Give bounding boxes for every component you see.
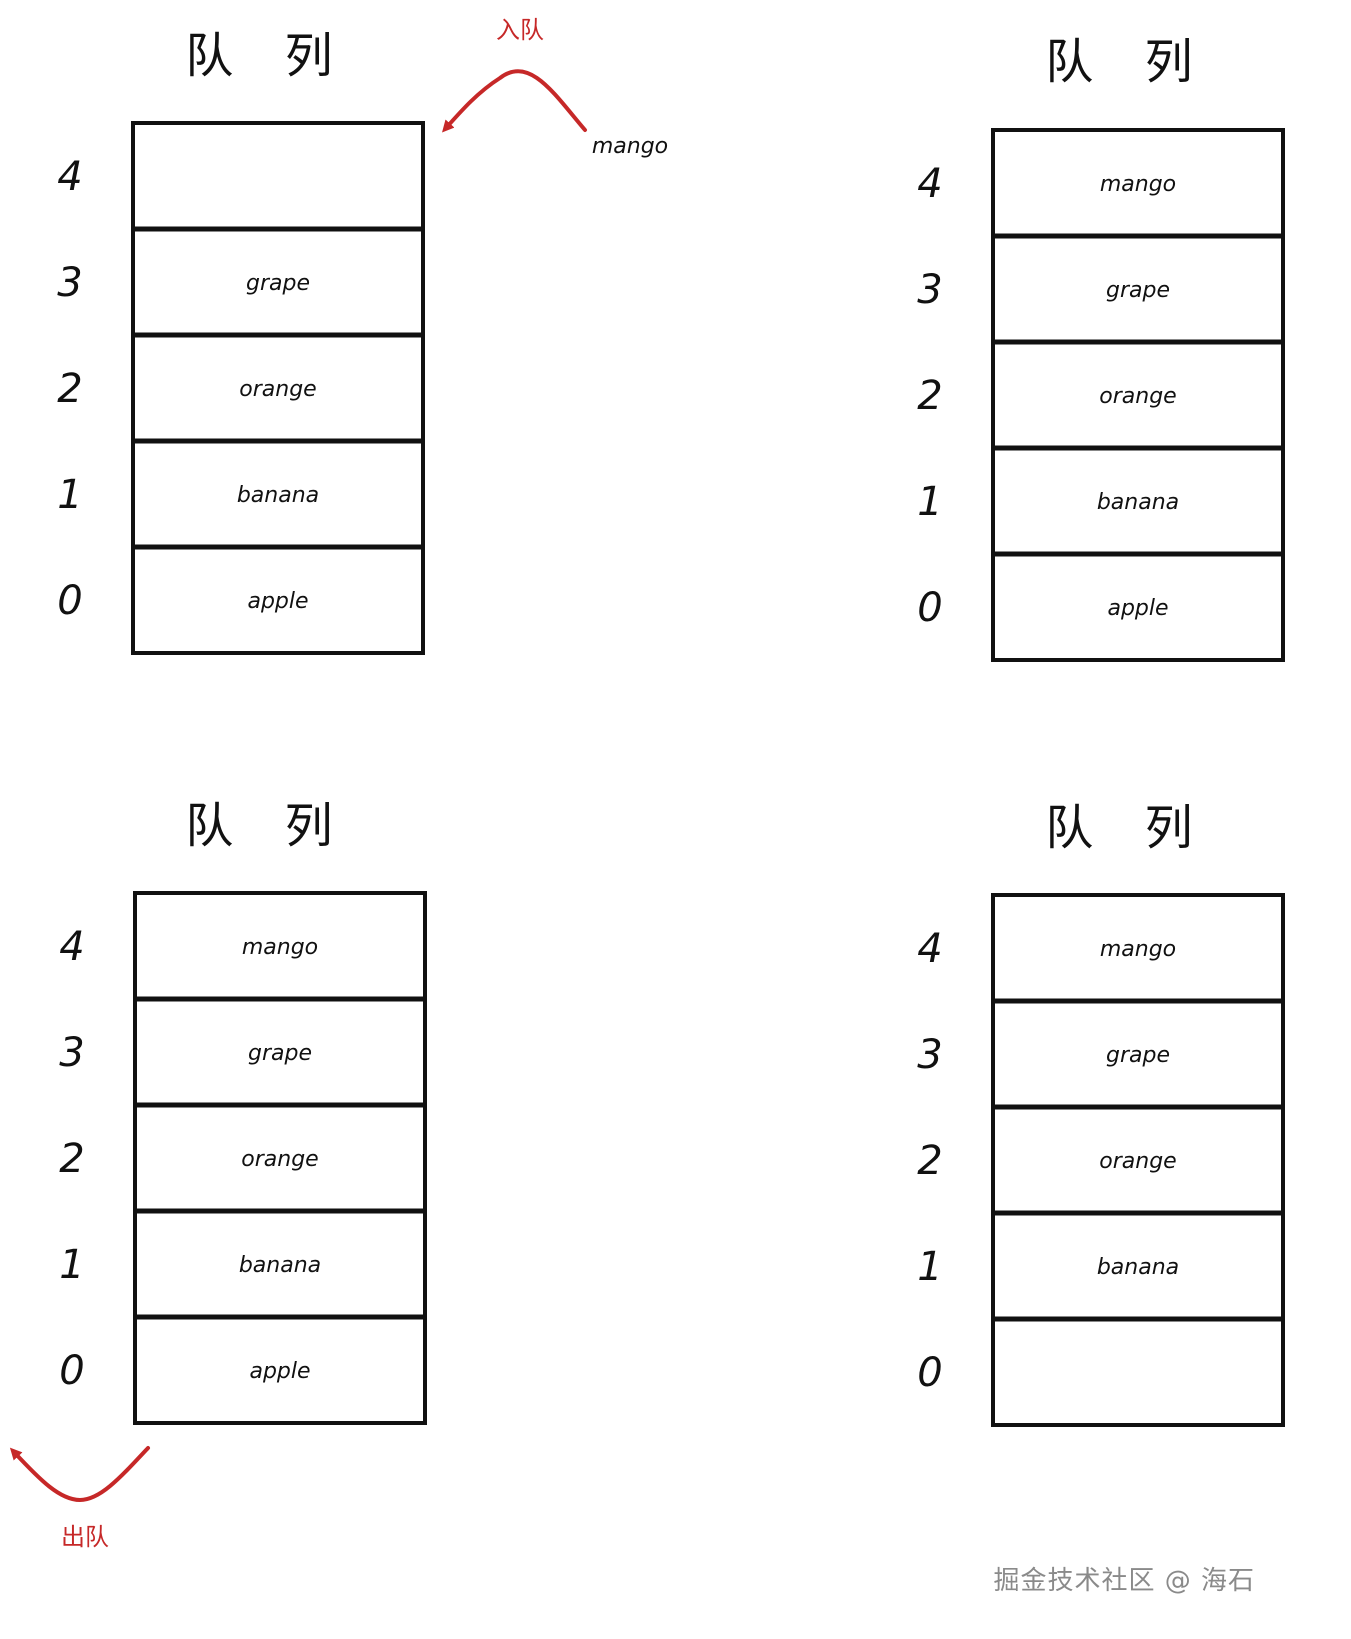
queue-cell-2: orange [241, 1147, 318, 1172]
queue-index-1: 3 [917, 267, 942, 313]
enqueue-item: mango [592, 134, 668, 159]
queue-index-3: 1 [59, 1242, 84, 1288]
queue-index-3: 1 [917, 479, 942, 525]
queue-cell-2: orange [1099, 384, 1176, 409]
queue-cell-3: banana [1097, 1255, 1179, 1280]
queue-stack-outline [991, 893, 1285, 1427]
queue-title: 队 列 [1045, 34, 1210, 90]
queue-index-1: 3 [917, 1032, 942, 1078]
queue-cell-4: apple [247, 589, 308, 614]
enqueue-arrow [442, 69, 587, 133]
queue-cell-0: mango [1100, 937, 1176, 962]
watermark: 掘金技术社区 @ 海石 [993, 1566, 1255, 1596]
queue-cell-4: apple [1107, 596, 1168, 621]
queue-cell-2: orange [239, 377, 316, 402]
queue-index-2: 2 [917, 373, 942, 419]
queue-index-2: 2 [917, 1138, 942, 1184]
queue-index-2: 2 [59, 1136, 84, 1182]
queue-cell-1: grape [1106, 278, 1170, 303]
queue-cell-0: mango [242, 935, 318, 960]
queue-stack-outline [991, 128, 1285, 662]
queue-cell-1: grape [246, 271, 310, 296]
queue-cell-2: orange [1099, 1149, 1176, 1174]
queue-index-4: 0 [57, 578, 82, 624]
queue-panel-1: 队 列 mango 4 grape 3 orange 2 banana 1 apple 0 [917, 34, 1285, 662]
queue-cell-1: grape [1106, 1043, 1170, 1068]
queue-panel-3: 队 列 mango 4 grape 3 orange 2 banana 1 0 [917, 800, 1285, 1427]
queue-title: 队 列 [1045, 800, 1210, 856]
queue-index-2: 2 [57, 366, 82, 412]
queue-title: 队 列 [185, 798, 350, 854]
queue-cell-0: mango [1100, 172, 1176, 197]
queue-index-4: 0 [917, 585, 942, 631]
queue-cell-1: grape [248, 1041, 312, 1066]
queue-index-4: 0 [59, 1348, 84, 1394]
queue-stack-outline [133, 891, 427, 1425]
queue-index-0: 4 [59, 924, 84, 970]
queue-index-0: 4 [917, 161, 942, 207]
queue-index-3: 1 [917, 1244, 942, 1290]
enqueue-label: 入队 [496, 16, 544, 44]
queue-cell-4: apple [249, 1359, 310, 1384]
dequeue-arrow [9, 1446, 150, 1503]
queue-index-1: 3 [59, 1030, 84, 1076]
queue-cell-3: banana [1097, 490, 1179, 515]
queue-title: 队 列 [185, 28, 350, 84]
queue-index-1: 3 [57, 260, 82, 306]
dequeue-label: 出队 [61, 1523, 109, 1551]
queue-panel-0: 队 列 4 grape 3 orange 2 banana 1 apple 0 入队 mango [57, 16, 668, 655]
queue-index-4: 0 [917, 1350, 942, 1396]
queue-cell-3: banana [237, 483, 319, 508]
queue-panel-2: 队 列 mango 4 grape 3 orange 2 banana 1 apple 0 出队 [9, 798, 427, 1551]
queue-index-0: 4 [917, 926, 942, 972]
queue-cell-3: banana [239, 1253, 321, 1278]
queue-index-3: 1 [57, 472, 82, 518]
queue-stack-outline [131, 121, 425, 655]
queue-index-0: 4 [57, 154, 82, 200]
